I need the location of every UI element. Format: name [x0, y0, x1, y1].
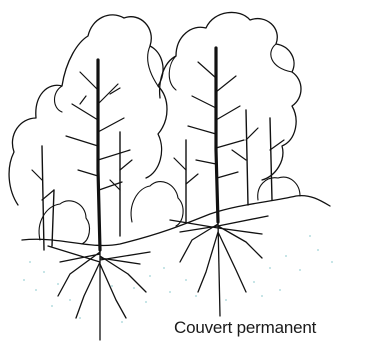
canopy-inner: [55, 44, 293, 112]
bush-middle: [131, 182, 183, 226]
ground-dots: [23, 235, 333, 323]
bush-left: [39, 201, 89, 244]
roots-right: [170, 216, 268, 316]
canopy-left: [9, 15, 167, 205]
caption: Couvert permanent: [174, 318, 316, 338]
trunk-right: [216, 48, 218, 222]
thin-trunks: [42, 110, 272, 250]
roots-left: [48, 246, 150, 340]
trunk-left: [98, 60, 100, 250]
canopy-right: [160, 12, 301, 180]
